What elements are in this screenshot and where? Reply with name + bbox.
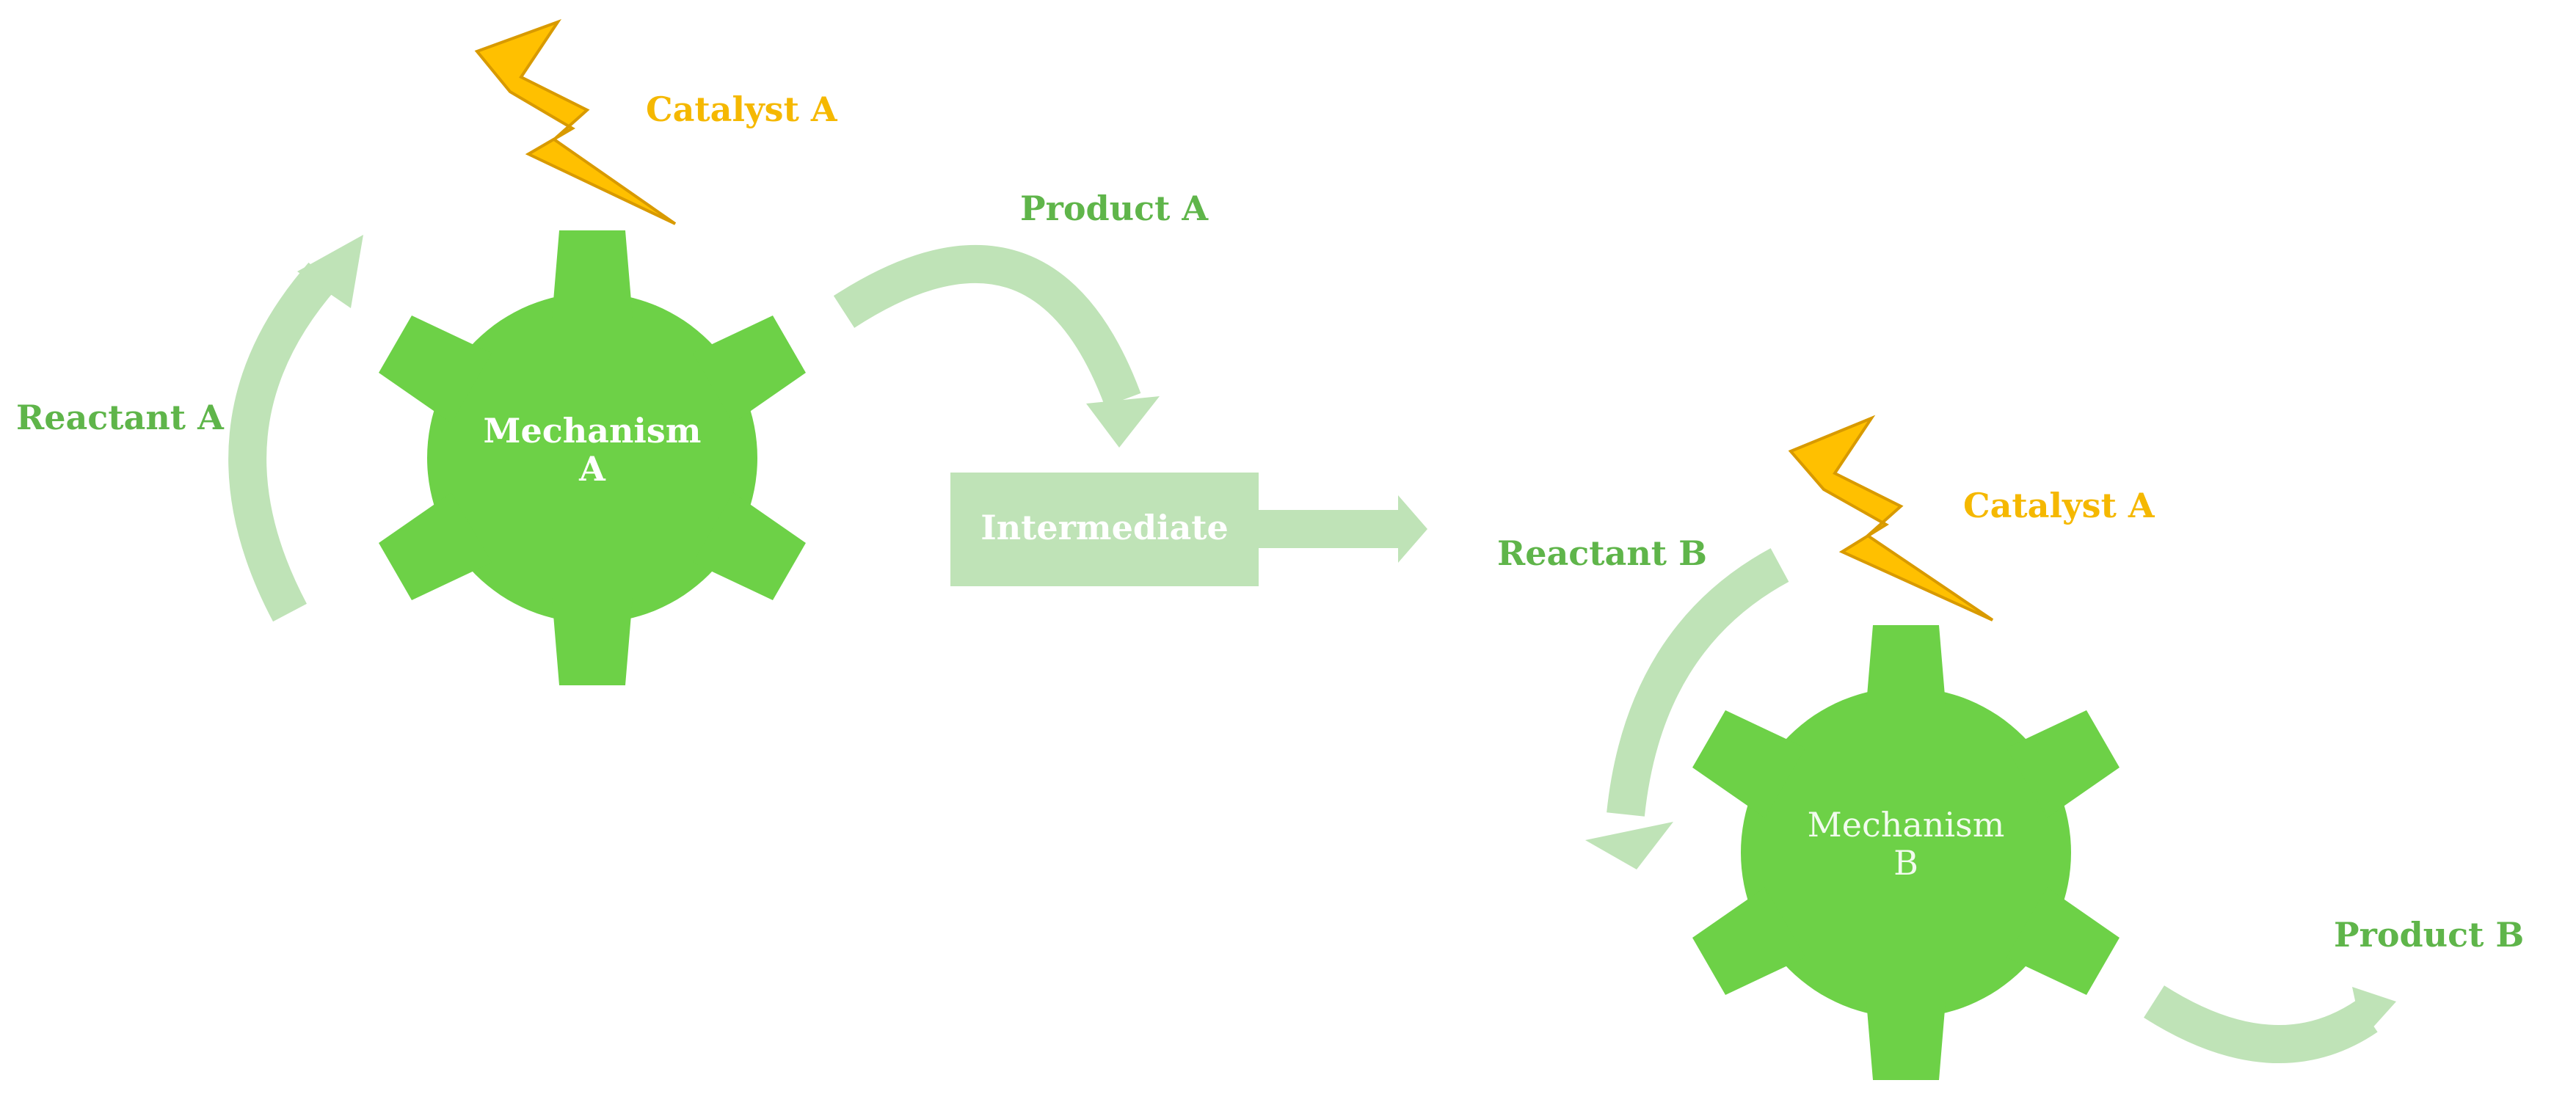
intermediate-arrow [950, 473, 1427, 586]
gear-a [379, 230, 806, 685]
reactant-a-arrow [228, 235, 363, 622]
mechanism-b-label-line2: B [1893, 843, 1918, 883]
mechanism-b-label-line1: Mechanism [1808, 805, 2005, 845]
catalyst-a-label-top: Catalyst A [646, 90, 838, 129]
intermediate-label: Intermediate [980, 508, 1229, 547]
reactant-a-label: Reactant A [16, 398, 225, 437]
lightning-bolt-icon-bottom [1788, 415, 1994, 621]
mechanism-a-label-line2: A [578, 449, 606, 489]
mechanism-a-label-line1: Mechanism [484, 411, 702, 451]
lightning-bolt-icon-top [474, 19, 677, 225]
product-b-arrow [2144, 985, 2396, 1063]
reactant-b-arrow [1585, 548, 1789, 869]
gear-b [1692, 625, 2120, 1080]
catalyst-a-label-bottom: Catalyst A [1963, 486, 2155, 525]
product-b-label: Product B [2334, 915, 2524, 955]
product-a-label: Product A [1020, 189, 1209, 228]
reactant-b-label: Reactant B [1497, 533, 1707, 573]
product-a-arrow [833, 244, 1160, 448]
